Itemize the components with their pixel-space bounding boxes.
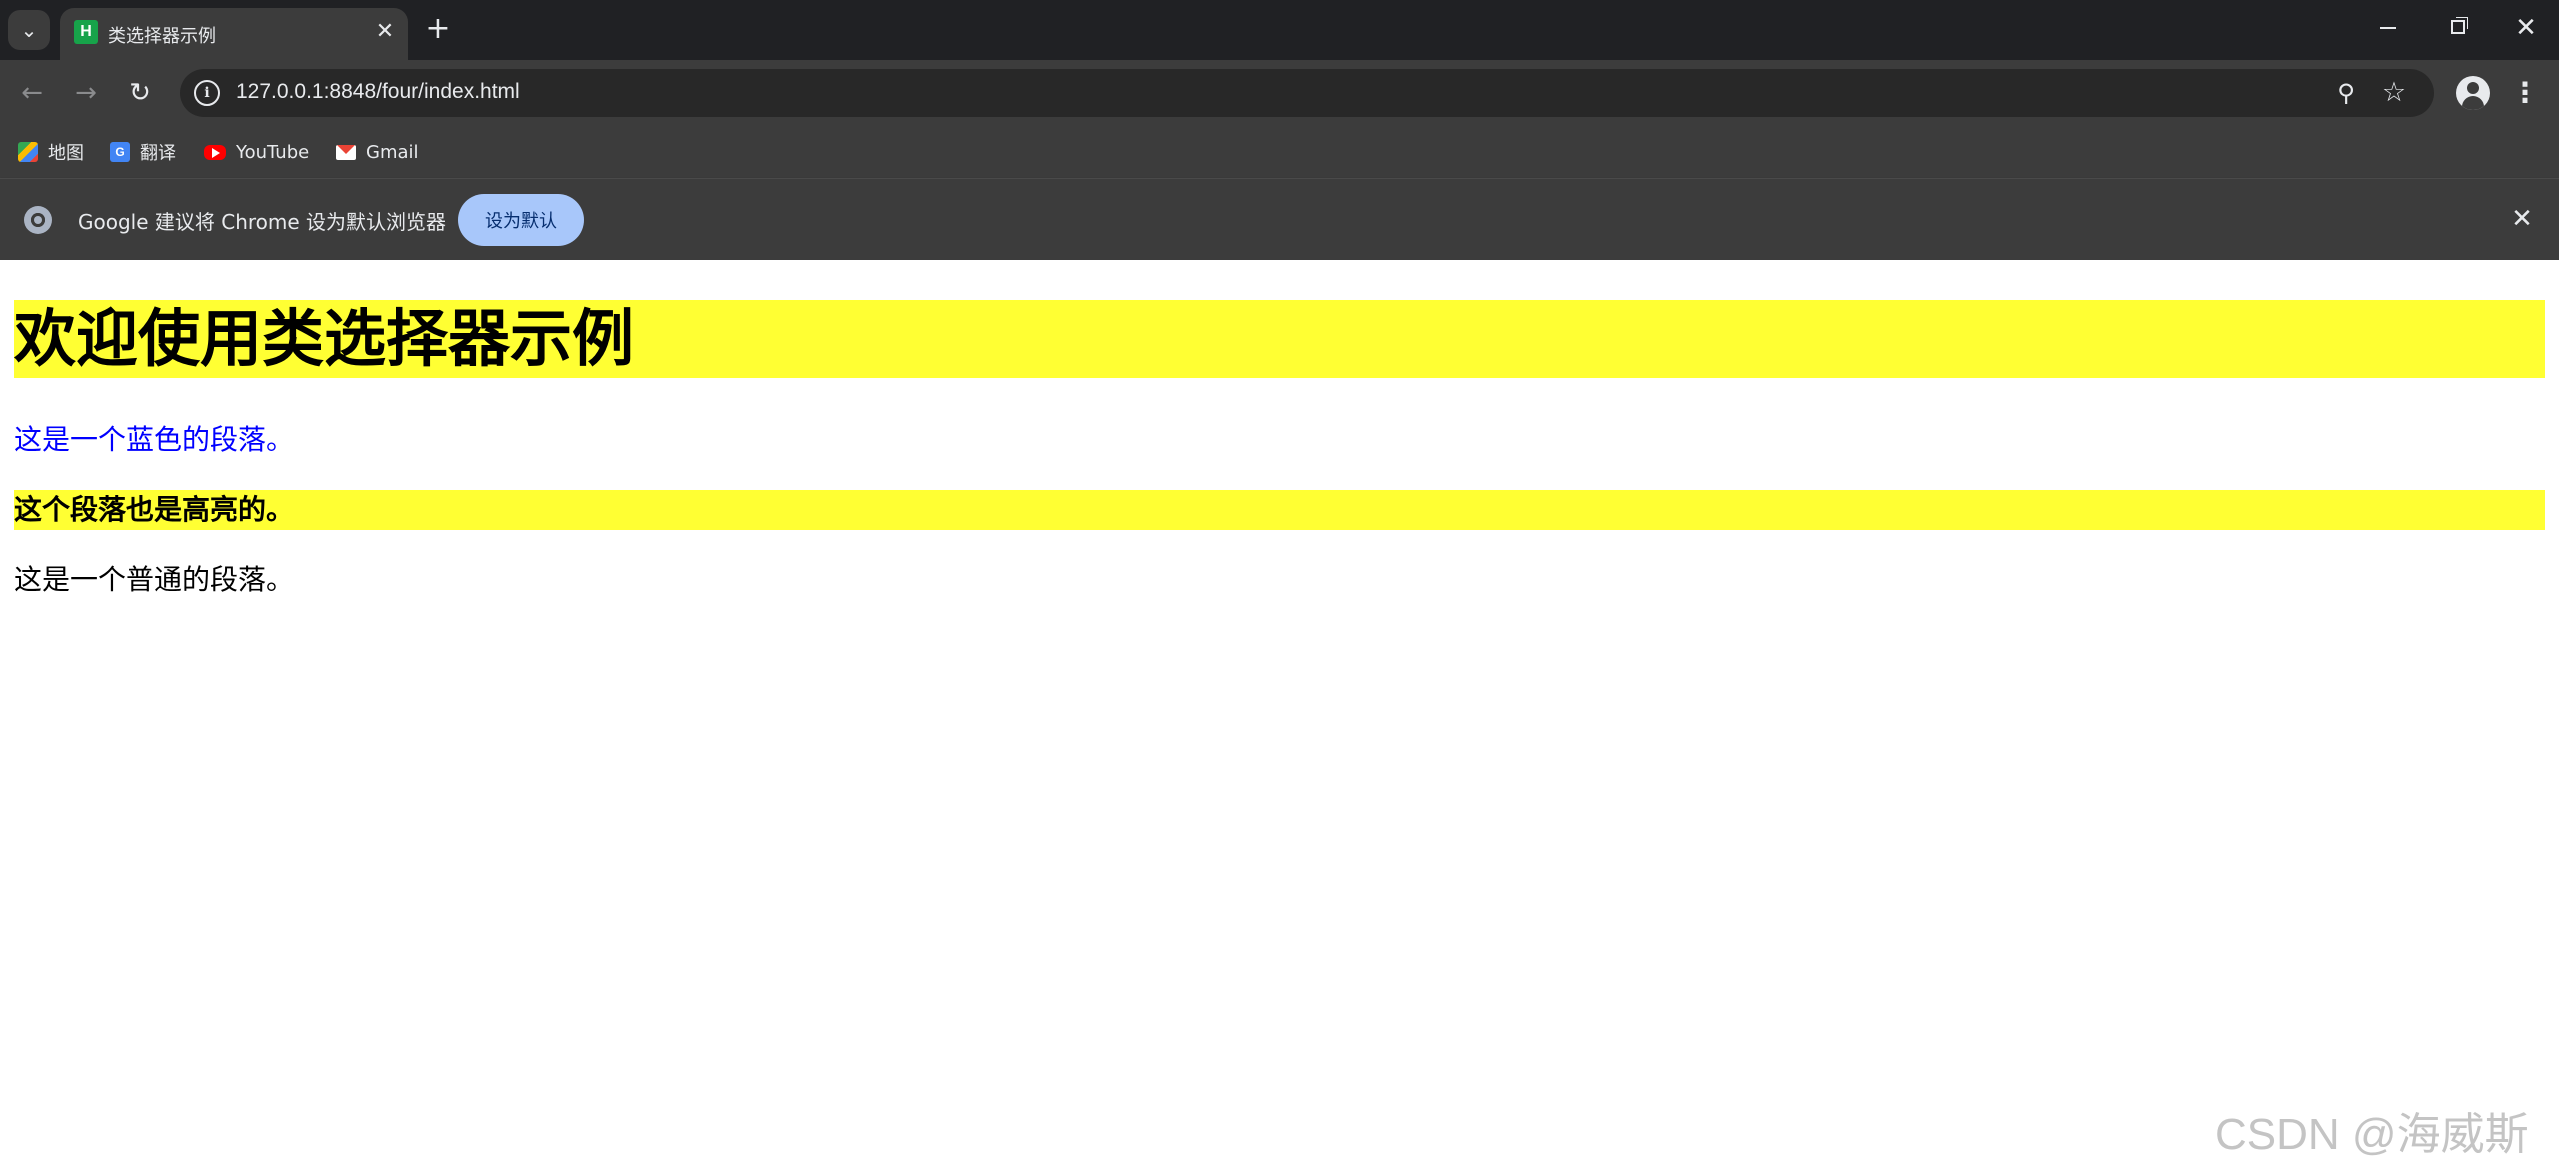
active-tab[interactable]: H 类选择器示例 ✕ <box>60 8 408 60</box>
reload-icon: ↻ <box>129 78 151 108</box>
plus-icon: + <box>425 11 451 46</box>
infobar-message: Google 建议将 Chrome 设为默认浏览器 <box>78 210 447 234</box>
zoom-icon[interactable]: ⚲ <box>2337 79 2355 107</box>
tab-strip: ⌄ H 类选择器示例 ✕ + ✕ <box>0 0 2559 60</box>
forward-button[interactable]: → <box>66 74 106 114</box>
address-bar[interactable]: i 127.0.0.1:8848/four/index.html ⚲ ☆ <box>180 69 2434 117</box>
bookmark-gmail[interactable]: Gmail <box>336 138 419 166</box>
normal-paragraph: 这是一个普通的段落。 <box>14 563 295 596</box>
chrome-icon <box>24 206 52 234</box>
window-close-button[interactable]: ✕ <box>2496 8 2556 48</box>
restore-button[interactable] <box>2428 8 2488 48</box>
tab-title: 类选择器示例 <box>108 26 216 47</box>
avatar-head <box>2467 82 2479 94</box>
page-heading: 欢迎使用类选择器示例 <box>14 300 2545 378</box>
tab-close-icon[interactable]: ✕ <box>375 19 395 44</box>
avatar-body <box>2462 96 2484 110</box>
set-default-button[interactable]: 设为默认 <box>458 194 584 246</box>
minimize-button[interactable] <box>2358 8 2418 48</box>
reload-button[interactable]: ↻ <box>120 74 160 114</box>
bookmark-translate[interactable]: G 翻译 <box>110 138 176 166</box>
highlight-paragraph: 这个段落也是高亮的。 <box>14 490 2545 530</box>
new-tab-button[interactable]: + <box>418 12 458 48</box>
site-info-icon[interactable]: i <box>194 80 220 106</box>
blue-paragraph: 这是一个蓝色的段落。 <box>14 423 295 456</box>
bookmark-label: 翻译 <box>140 143 176 164</box>
bookmark-youtube[interactable]: YouTube <box>204 138 309 166</box>
minimize-icon <box>2380 27 2396 29</box>
bookmarks-bar: 地图 G 翻译 YouTube Gmail <box>0 126 2559 178</box>
arrow-left-icon: ← <box>21 78 43 108</box>
infobar-close-icon[interactable]: ✕ <box>2511 204 2533 234</box>
default-browser-infobar: Google 建议将 Chrome 设为默认浏览器 设为默认 ✕ <box>0 178 2559 260</box>
bookmark-label: 地图 <box>48 143 84 164</box>
restore-icon <box>2451 20 2465 34</box>
more-menu-icon[interactable]: ⋮ <box>2511 76 2539 109</box>
csdn-watermark: CSDN @海威斯 <box>2215 1110 2529 1159</box>
chevron-down-icon: ⌄ <box>20 18 38 42</box>
page-content: 欢迎使用类选择器示例 这是一个蓝色的段落。 这个段落也是高亮的。 这是一个普通的… <box>0 260 2559 1172</box>
gmail-icon <box>336 144 356 160</box>
profile-avatar-icon[interactable] <box>2456 76 2490 110</box>
youtube-icon <box>204 144 226 160</box>
bookmark-maps[interactable]: 地图 <box>18 138 84 166</box>
maps-icon <box>18 142 38 162</box>
back-button[interactable]: ← <box>12 74 52 114</box>
tab-search-button[interactable]: ⌄ <box>8 10 50 50</box>
arrow-right-icon: → <box>75 78 97 108</box>
bookmark-label: Gmail <box>366 141 419 163</box>
translate-icon: G <box>110 142 130 162</box>
page-favicon-icon: H <box>74 20 98 44</box>
close-icon: ✕ <box>2515 13 2537 43</box>
bookmark-star-icon[interactable]: ☆ <box>2381 77 2407 108</box>
toolbar: ← → ↻ i 127.0.0.1:8848/four/index.html ⚲… <box>0 60 2559 126</box>
url-text[interactable]: 127.0.0.1:8848/four/index.html <box>236 80 520 103</box>
bookmark-label: YouTube <box>236 141 310 163</box>
